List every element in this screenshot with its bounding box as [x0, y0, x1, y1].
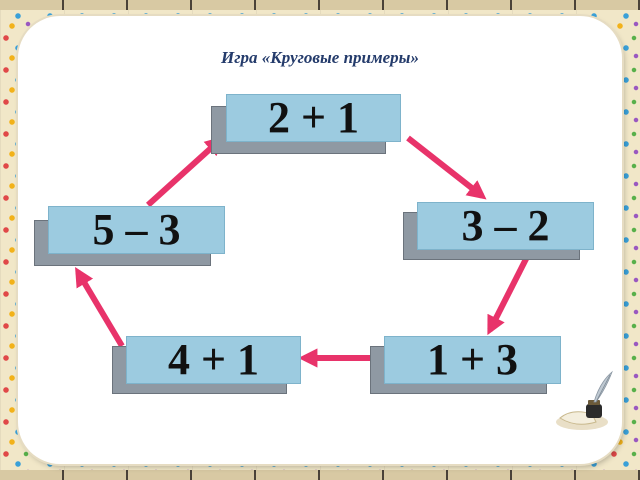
expression-top: 2 + 1	[226, 94, 401, 142]
arrow-left-to-top	[145, 136, 225, 208]
arrow-bottom-left-to-left	[75, 267, 125, 348]
page-title: Игра «Круговые примеры»	[221, 48, 419, 67]
inkwell-quill-icon	[556, 370, 613, 430]
arrow-right-to-bottom-right	[487, 253, 531, 336]
expression-bottom-right: 1 + 3	[384, 336, 561, 384]
expression-bottom-left: 4 + 1	[126, 336, 301, 384]
expression-right: 3 – 2	[417, 202, 594, 250]
frame-strip-top	[0, 0, 640, 10]
expression-left: 5 – 3	[48, 206, 225, 254]
arrow-top-to-right	[406, 135, 487, 200]
frame-strip-bottom	[0, 470, 640, 480]
